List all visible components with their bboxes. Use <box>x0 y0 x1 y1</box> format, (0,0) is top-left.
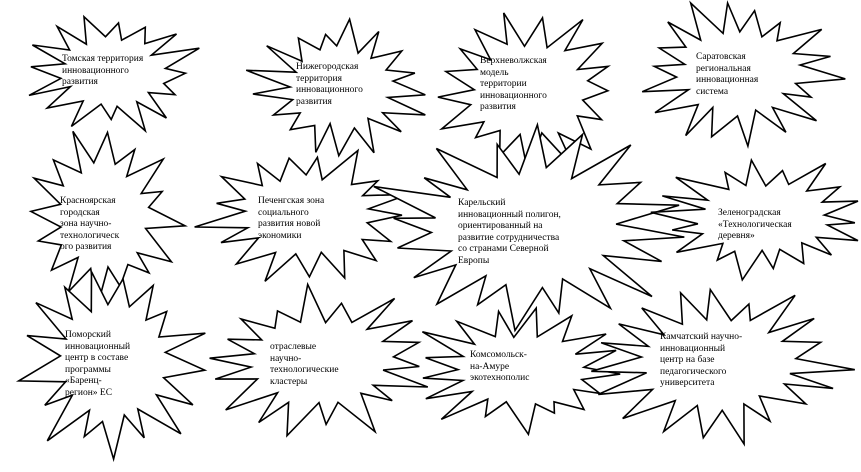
burst-shape-nizhny <box>245 16 426 158</box>
burst-label-krasnoyarsk: Красноярская городская зона научно- техн… <box>60 196 120 252</box>
burst-label-volga: Верхневолжская модель территории инновац… <box>480 56 547 112</box>
burst-label-clusters: отраслевые научно- технологические класт… <box>270 342 339 387</box>
burst-shape-pomor <box>15 271 208 463</box>
burst-shape-saratov <box>641 0 846 150</box>
burst-shape-tomsk <box>28 14 200 134</box>
burst-label-pechenga: Печенгская зона социального развития нов… <box>258 196 325 241</box>
burst-label-saratov: Саратовская региональная инновационная с… <box>696 52 759 97</box>
burst-label-pomor: Поморский инновационный центр в составе … <box>65 330 131 398</box>
burst-label-karelia: Карельский инновационный полигон, ориент… <box>458 198 561 266</box>
burst-shape-zelenograd <box>650 157 859 282</box>
burst-shape-komsomolsk <box>421 305 621 437</box>
burst-shape-krasnoyarsk <box>28 129 188 309</box>
burst-label-nizhny: Нижегородская территория инновационного … <box>296 62 363 107</box>
burst-shape-kamchatka <box>591 287 855 447</box>
burst-label-komsomolsk: Комсомольск- на-Амуре экотехнополис <box>470 350 530 383</box>
burst-shape-clusters <box>209 281 429 438</box>
burst-shape-karelia <box>373 121 685 333</box>
burst-label-zelenograd: Зеленоградская «Технологическая деревня» <box>718 208 792 241</box>
burst-label-kamchatka: Камчатский научно- инновационный центр н… <box>660 332 743 388</box>
burst-label-tomsk: Томская территория инновационного развит… <box>62 54 144 87</box>
burst-shape-pechenga <box>194 148 409 282</box>
